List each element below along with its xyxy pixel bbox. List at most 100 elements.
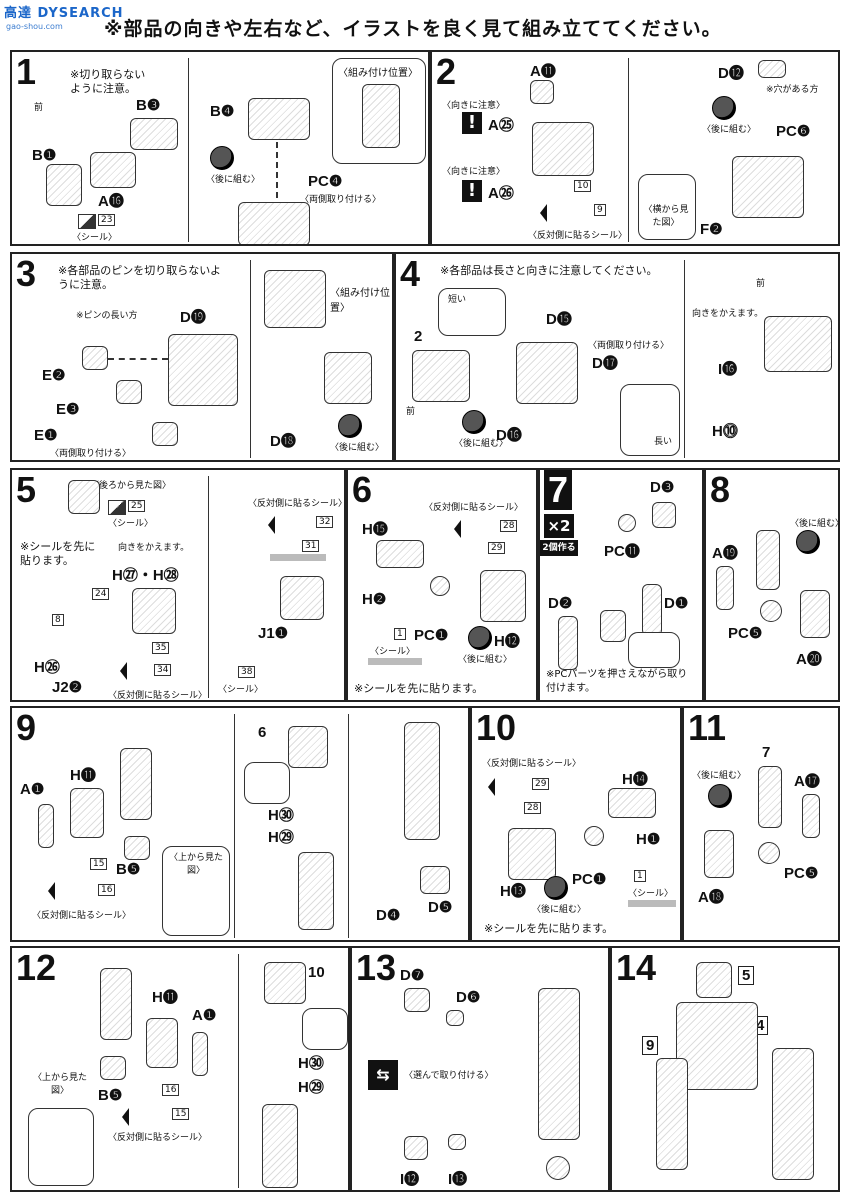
change-direction-caption: 向きをかえます。 — [118, 543, 190, 553]
part-e1 — [152, 422, 178, 446]
part-label-a19: A⓳ — [712, 545, 738, 562]
part-label-h12: H⓬ — [494, 633, 520, 650]
top-view-inset — [162, 846, 230, 936]
part-label-h11: H⓫ — [70, 767, 96, 784]
careful-caption: 〈向きに注意〉 — [442, 101, 506, 111]
part-b5 — [124, 836, 150, 860]
part-label-pc11: PC⓫ — [604, 543, 640, 560]
seal-caption: 〈シール〉 — [108, 519, 154, 529]
part-a18 — [704, 830, 734, 878]
part-b3 — [130, 118, 178, 150]
back-view-caption: 〈後ろから見た図〉 — [90, 481, 172, 491]
step-number: 14 — [616, 947, 657, 988]
upper-leg-part — [756, 530, 780, 590]
part-label-i12: I⓬ — [400, 1171, 420, 1188]
part-label-b4: B❹ — [210, 103, 235, 120]
part-a20 — [800, 590, 830, 638]
part-label-a16: A⓰ — [98, 193, 124, 210]
seal-number-38: 38 — [238, 666, 256, 678]
seal-number-28: 28 — [500, 520, 518, 532]
header: 高達 DYSEARCH gao-shou.com ※部品の向きや左右など、イラス… — [0, 0, 850, 48]
part-label-h27-h28: H㉗・H㉘ — [112, 567, 179, 584]
joint-detail-inset — [244, 762, 290, 804]
step-14-panel: 14 5 4 9 — [610, 946, 840, 1192]
sub-divider — [684, 260, 685, 458]
part-label-d12: D⓬ — [718, 65, 744, 82]
position-figure — [264, 270, 326, 328]
part-label-b1: B❶ — [32, 147, 57, 164]
seal-number-9: 9 — [594, 204, 606, 216]
step-number: 6 — [352, 469, 373, 510]
step-ref: 10 — [308, 964, 325, 981]
step-number: 12 — [16, 947, 57, 988]
quantity-note: 2個作る — [540, 540, 578, 556]
step-number: 1 — [16, 51, 37, 92]
part-label-j2-2: J2❷ — [52, 679, 83, 696]
head-body-assembly — [732, 156, 804, 218]
step-note: ※シールを先に貼ります。 — [20, 540, 96, 567]
step-number: 13 — [356, 947, 397, 988]
step-2-panel: 2 A⓫ 〈向きに注意〉 ! A㉕ 〈向きに注意〉 ! A㉖ 10 9 〈反対側… — [430, 50, 840, 246]
ref-step-2-assembly — [412, 350, 470, 402]
seal-number-15: 15 — [172, 1108, 190, 1120]
chest-frame — [168, 334, 238, 406]
after-caption: 〈後に組む〉 — [454, 439, 509, 449]
part-label-a17: A⓱ — [794, 773, 820, 790]
part-label-i16: I⓰ — [718, 361, 738, 378]
part-e3 — [116, 380, 142, 404]
seal-caption: 〈シール〉 — [72, 233, 118, 243]
watermark-site: 高達 DYSEARCH — [4, 6, 124, 21]
step-note: ※各部品は長さと向きに注意してください。 — [440, 264, 658, 277]
part-d12 — [758, 60, 786, 78]
reverse-seal-caption: 〈反対側に貼るシール〉 — [108, 1133, 208, 1143]
part-h11 — [70, 788, 104, 838]
step-ref: 6 — [258, 724, 267, 741]
front-label: 前 — [406, 407, 416, 417]
step-number: 7 — [544, 470, 573, 510]
part-d3 — [652, 502, 676, 528]
sub-divider — [208, 476, 209, 698]
part-a16 — [90, 152, 136, 188]
part-label-d15: D⓯ — [546, 311, 572, 328]
seal-number-24: 24 — [92, 588, 110, 600]
part-label-d1: D❶ — [664, 595, 689, 612]
step-number: 4 — [400, 253, 421, 294]
part-label-h13: H⓭ — [500, 883, 526, 900]
seal-number-29: 29 — [532, 778, 550, 790]
part-label-h11: H⓫ — [152, 989, 178, 1006]
pc1-joint — [430, 576, 450, 596]
sub-divider-2 — [348, 714, 349, 938]
part-label-pc1: PC❶ — [572, 871, 607, 888]
seal-strip — [368, 658, 422, 665]
part-label-e1: E❶ — [34, 427, 58, 444]
careful-caption-2: 〈向きに注意〉 — [442, 167, 506, 177]
seal-number-35: 35 — [152, 642, 170, 654]
right-arm-figure — [772, 1048, 814, 1180]
part-label-b5: B❺ — [98, 1087, 123, 1104]
ref-step-6-arm — [288, 726, 328, 768]
part-label-b3: B❸ — [136, 97, 161, 114]
side-view-caption: 〈横から見た図〉 — [643, 205, 689, 228]
quantity-badge: ×2 — [544, 514, 574, 538]
part-label-f2: F❷ — [700, 221, 723, 238]
step-number: 11 — [688, 707, 727, 748]
pc1-joint — [584, 826, 604, 846]
reverse-seal-caption: 〈反対側に貼るシール〉 — [108, 691, 208, 701]
pc5-joint — [760, 600, 782, 622]
seal-strip — [270, 554, 326, 561]
hand-i12 — [404, 1136, 428, 1160]
pc5-joint — [758, 842, 780, 864]
seal-number-8: 8 — [52, 614, 64, 626]
step-4-panel: 4 ※各部品は長さと向きに注意してください。 短い D⓯ 2 D⓱ 〈両側取り付… — [394, 252, 840, 462]
step-note: ※シールを先に貼ります。 — [484, 922, 614, 935]
seal-number-31: 31 — [302, 540, 320, 552]
front-label: 前 — [34, 103, 44, 113]
reverse-seal-caption: 〈反対側に貼るシール〉 — [528, 231, 628, 241]
part-label-b5: B❺ — [116, 861, 141, 878]
hand-assembly — [280, 576, 324, 620]
step-note: ※切り取らないように注意。 — [70, 68, 146, 95]
reverse-seal-icon — [122, 1108, 129, 1126]
step-10-panel: 10 〈反対側に貼るシール〉 29 28 H⓮ H❶ PC❶ 1 〈シール〉 H… — [470, 706, 682, 942]
seal-caption-2: 〈シール〉 — [218, 685, 264, 695]
part-label-a1: A❶ — [20, 781, 45, 798]
